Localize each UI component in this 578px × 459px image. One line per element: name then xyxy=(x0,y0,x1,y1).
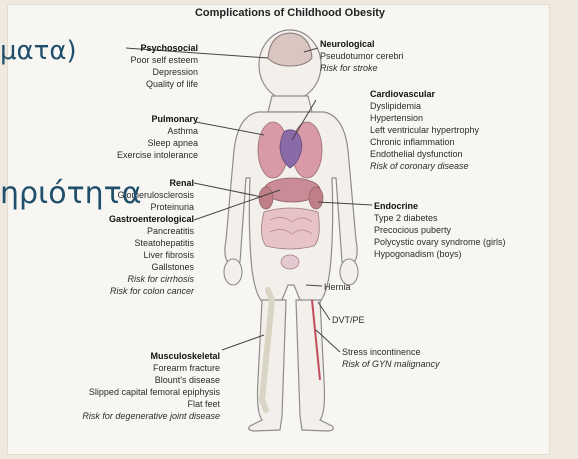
neurological-risk-item: Risk for stroke xyxy=(320,62,460,74)
gastro-item: Gallstones xyxy=(50,261,194,273)
psychosocial-item: Depression xyxy=(80,66,198,78)
endocrine-item: Hypogonadism (boys) xyxy=(374,248,550,260)
cardiovascular-item: Chronic inflammation xyxy=(370,136,540,148)
intestines-icon xyxy=(261,208,319,249)
diagram-title: Complications of Childhood Obesity xyxy=(160,7,420,19)
gastro-heading: Gastroenterological xyxy=(50,213,194,225)
gastro-risk-item: Risk for colon cancer xyxy=(50,285,194,297)
gastro-item: Liver fibrosis xyxy=(50,249,194,261)
musculoskeletal-heading: Musculoskeletal xyxy=(10,350,220,362)
gastro-group: Gastroenterological Pancreatitis Steatoh… xyxy=(50,213,194,297)
musculoskeletal-item: Forearm fracture xyxy=(10,362,220,374)
pulmonary-group: Pulmonary Asthma Sleep apnea Exercise in… xyxy=(70,113,198,161)
psychosocial-item: Quality of life xyxy=(80,78,198,90)
cardiovascular-risk-item: Risk of coronary disease xyxy=(370,160,540,172)
gyn-group: Stress incontinence Risk of GYN malignan… xyxy=(342,346,512,370)
gastro-item: Pancreatitis xyxy=(50,225,194,237)
cardiovascular-item: Dyslipidemia xyxy=(370,100,540,112)
dvt-label: DVT/PE xyxy=(332,314,365,326)
pulmonary-item: Sleep apnea xyxy=(70,137,198,149)
endocrine-heading: Endocrine xyxy=(374,200,550,212)
right-kidney-icon xyxy=(309,187,323,209)
endocrine-item: Type 2 diabetes xyxy=(374,212,550,224)
musculoskeletal-risk-item: Risk for degenerative joint disease xyxy=(10,410,220,422)
left-kidney-icon xyxy=(259,187,273,209)
pulmonary-item: Asthma xyxy=(70,125,198,137)
gyn-item: Stress incontinence xyxy=(342,346,512,358)
psychosocial-item: Poor self esteem xyxy=(80,54,198,66)
musculoskeletal-item: Flat feet xyxy=(10,398,220,410)
pulmonary-heading: Pulmonary xyxy=(70,113,198,125)
cardiovascular-item: Hypertension xyxy=(370,112,540,124)
musculoskeletal-item: Slipped capital femoral epiphysis xyxy=(10,386,220,398)
psychosocial-heading: Psychosocial xyxy=(80,42,198,54)
psychosocial-group: Psychosocial Poor self esteem Depression… xyxy=(80,42,198,90)
pulmonary-item: Exercise intolerance xyxy=(70,149,198,161)
endocrine-item: Polycystic ovary syndrome (girls) xyxy=(374,236,550,248)
cardiovascular-group: Cardiovascular Dyslipidemia Hypertension… xyxy=(370,88,540,172)
cardiovascular-item: Endothelial dysfunction xyxy=(370,148,540,160)
gastro-item: Steatohepatitis xyxy=(50,237,194,249)
gyn-risk-item: Risk of GYN malignancy xyxy=(342,358,512,370)
bladder-icon xyxy=(281,255,299,269)
cardiovascular-item: Left ventricular hypertrophy xyxy=(370,124,540,136)
endocrine-item: Precocious puberty xyxy=(374,224,550,236)
hernia-label: Hernia xyxy=(324,281,351,293)
overlay-text-top: ματα) xyxy=(0,36,77,66)
gastro-risk-item: Risk for cirrhosis xyxy=(50,273,194,285)
neurological-item: Pseudotumor cerebri xyxy=(320,50,460,62)
overlay-text-middle: ηριότητα xyxy=(0,176,141,211)
musculoskeletal-item: Blount's disease xyxy=(10,374,220,386)
neurological-group: Neurological Pseudotumor cerebri Risk fo… xyxy=(320,38,460,74)
endocrine-group: Endocrine Type 2 diabetes Precocious pub… xyxy=(374,200,550,260)
cardiovascular-heading: Cardiovascular xyxy=(370,88,540,100)
musculoskeletal-group: Musculoskeletal Forearm fracture Blount'… xyxy=(10,350,220,422)
neurological-heading: Neurological xyxy=(320,38,460,50)
